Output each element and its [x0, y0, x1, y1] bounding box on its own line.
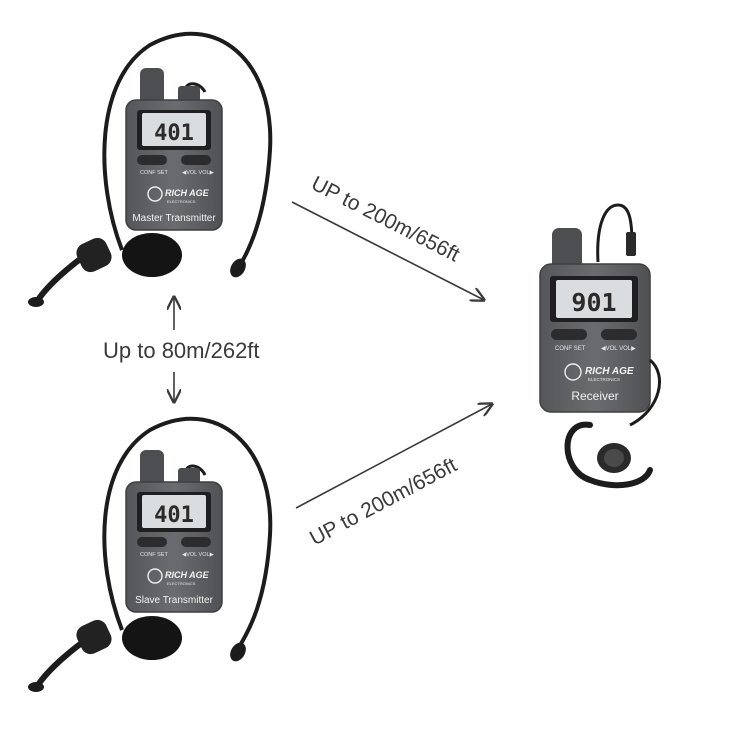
- master-transmitter: 401 CONF SET ◀VOL VOL▶ RICH AGE ELECTRON…: [28, 31, 273, 307]
- slave-lcd-value: 401: [154, 503, 194, 528]
- master-antenna: [140, 68, 164, 104]
- receiver-logo-icon: [564, 363, 582, 381]
- slave-lcd: [142, 495, 206, 528]
- receiver-lcd-value: 901: [571, 288, 616, 317]
- slave-transmitter: 401 CONF SET ◀VOL VOL▶ RICH AGE ELECTRON…: [28, 416, 273, 692]
- master-vol-button[interactable]: [181, 155, 211, 165]
- receiver-cable-bottom: [629, 358, 661, 427]
- master-device-name: Master Transmitter: [132, 213, 216, 224]
- master-logo-icon: [147, 186, 163, 202]
- master-headband: [102, 31, 273, 274]
- slave-vol-button[interactable]: [181, 537, 211, 547]
- master-lcd-value: 401: [154, 121, 194, 146]
- master-conf-button[interactable]: [137, 155, 167, 165]
- master-brand: RICH AGE: [165, 188, 210, 198]
- receiver-device-name: Receiver: [571, 389, 618, 403]
- receiver: 901 CONF SET ◀VOL VOL▶ RICH AGE ELECTRON…: [539, 203, 661, 489]
- master-brand-sub: ELECTRONICS: [167, 199, 196, 204]
- slave-antenna: [140, 450, 164, 486]
- receiver-antenna: [552, 228, 582, 272]
- slave-earpad: [122, 616, 182, 660]
- slave-brand-sub: ELECTRONICS: [167, 581, 196, 586]
- slave-device-name: Slave Transmitter: [135, 595, 213, 606]
- receiver-earhook: [564, 421, 653, 489]
- receiver-brand: RICH AGE: [585, 366, 634, 377]
- master-vol-label: ◀VOL VOL▶: [182, 170, 215, 176]
- slave-vol-label: ◀VOL VOL▶: [182, 552, 215, 558]
- arrow-master-to-receiver: [291, 201, 484, 300]
- master-lcd: [142, 113, 206, 146]
- arrow-slave-to-receiver: [295, 404, 492, 509]
- receiver-vol-label: ◀VOL VOL▶: [601, 346, 636, 352]
- receiver-cable-top: [596, 203, 634, 263]
- receiver-brand-sub: ELECTRONICS: [588, 377, 620, 382]
- receiver-conf-button[interactable]: [551, 329, 587, 340]
- receiver-conf-label: CONF SET: [555, 346, 586, 352]
- slave-headband: [102, 416, 273, 654]
- receiver-lcd: [556, 280, 632, 318]
- slave-conf-label: CONF SET: [140, 552, 168, 558]
- slave-conf-button[interactable]: [137, 537, 167, 547]
- receiver-vol-button[interactable]: [601, 329, 637, 340]
- range-label-master-slave: Up to 80m/262ft: [103, 338, 260, 363]
- master-earpad: [122, 233, 182, 277]
- slave-logo-icon: [147, 568, 163, 584]
- master-conf-label: CONF SET: [140, 170, 168, 176]
- slave-brand: RICH AGE: [165, 570, 210, 580]
